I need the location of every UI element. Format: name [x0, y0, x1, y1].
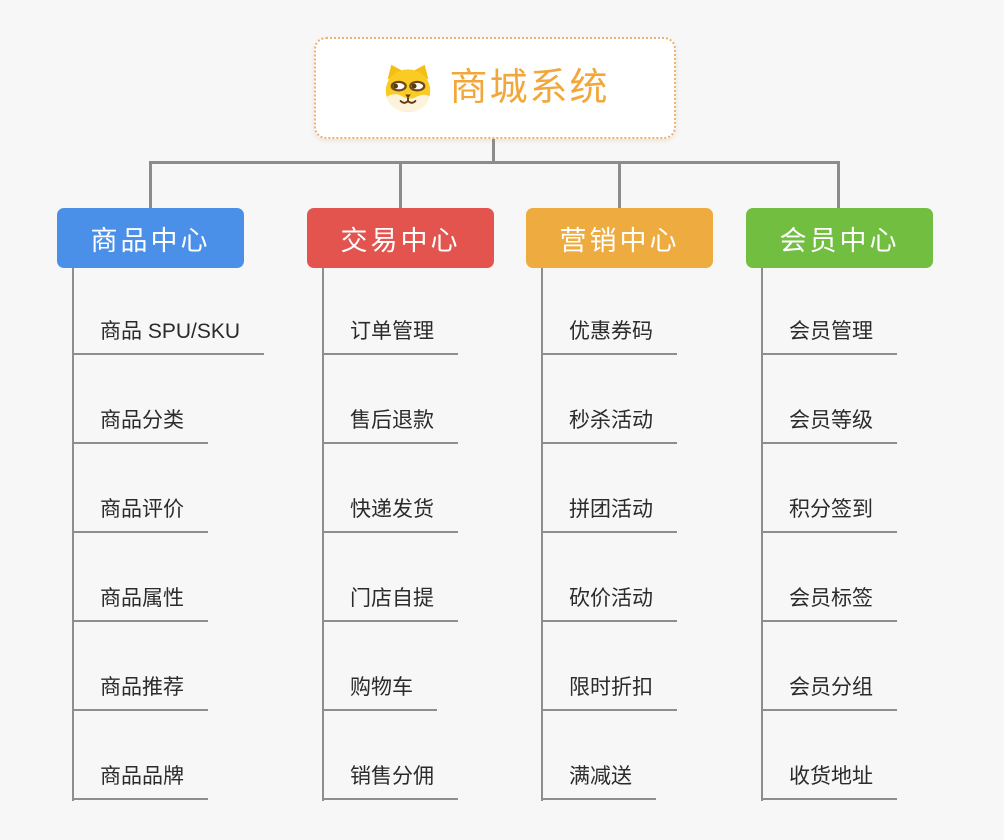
branch-rail-marketing	[541, 268, 543, 801]
subtopic[interactable]: 满减送	[541, 764, 656, 800]
branch-column-marketing: 优惠券码 秒杀活动 拼团活动 砍价活动 限时折扣 满减送	[541, 0, 781, 840]
subtopic[interactable]: 快递发货	[322, 497, 458, 533]
connector-drop-trade	[399, 161, 402, 208]
branch-topic-product-center[interactable]: 商品中心	[57, 208, 244, 268]
subtopic[interactable]: 会员等级	[761, 408, 897, 444]
subtopic[interactable]: 会员标签	[761, 586, 897, 622]
root-topic[interactable]: 商城系统	[314, 37, 676, 139]
branch-column-trade: 订单管理 售后退款 快递发货 门店自提 购物车 销售分佣	[322, 0, 562, 840]
subtopic[interactable]: 销售分佣	[322, 764, 458, 800]
branch-rail-member	[761, 268, 763, 801]
subtopic[interactable]: 订单管理	[322, 319, 458, 355]
subtopic[interactable]: 积分签到	[761, 497, 897, 533]
subtopic[interactable]: 商品属性	[72, 586, 208, 622]
subtopic[interactable]: 商品品牌	[72, 764, 208, 800]
subtopic[interactable]: 收货地址	[761, 764, 897, 800]
subtopic[interactable]: 商品评价	[72, 497, 208, 533]
subtopic[interactable]: 拼团活动	[541, 497, 677, 533]
connector-drop-product	[149, 161, 152, 208]
connector-drop-marketing	[618, 161, 621, 208]
subtopic[interactable]: 会员管理	[761, 319, 897, 355]
dog-face-icon	[380, 62, 436, 114]
connector-root-stem	[492, 139, 495, 162]
subtopic[interactable]: 秒杀活动	[541, 408, 677, 444]
subtopic[interactable]: 商品分类	[72, 408, 208, 444]
subtopic[interactable]: 限时折扣	[541, 675, 677, 711]
subtopic[interactable]: 购物车	[322, 675, 437, 711]
branch-topic-marketing-center[interactable]: 营销中心	[526, 208, 713, 268]
subtopic[interactable]: 商品推荐	[72, 675, 208, 711]
branch-rail-product	[72, 268, 74, 801]
branch-rail-trade	[322, 268, 324, 801]
branch-topic-member-center[interactable]: 会员中心	[746, 208, 933, 268]
subtopic[interactable]: 会员分组	[761, 675, 897, 711]
subtopic[interactable]: 商品 SPU/SKU	[72, 319, 265, 355]
subtopic[interactable]: 砍价活动	[541, 586, 677, 622]
branch-column-product: 商品 SPU/SKU 商品分类 商品评价 商品属性 商品推荐 商品品牌	[72, 0, 312, 840]
branch-column-member: 会员管理 会员等级 积分签到 会员标签 会员分组 收货地址	[761, 0, 1001, 840]
subtopic[interactable]: 售后退款	[322, 408, 458, 444]
branch-topic-trade-center[interactable]: 交易中心	[307, 208, 494, 268]
subtopic[interactable]: 优惠券码	[541, 319, 677, 355]
subtopic[interactable]: 门店自提	[322, 586, 458, 622]
connector-drop-member	[837, 161, 840, 208]
root-topic-title: 商城系统	[449, 67, 610, 109]
connector-horizontal-bar	[149, 161, 840, 164]
